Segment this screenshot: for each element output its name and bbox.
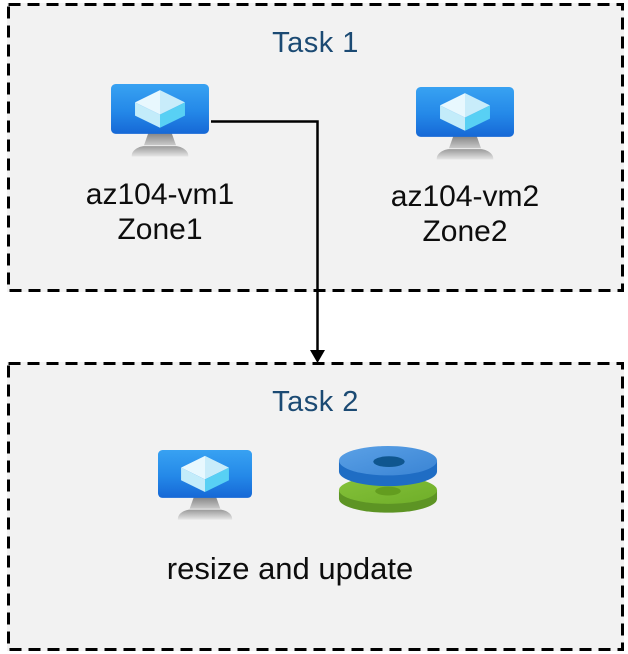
cube-icon [135,90,185,128]
cube-icon [440,93,490,131]
resize-update-label: resize and update [166,551,414,586]
vm1-zone-label: Zone1 [117,213,203,246]
vm2-label: az104-vm2 Zone2 [340,179,590,249]
virtual-machine-icon [158,450,252,520]
vm1-name-label: az104-vm1 [85,178,235,211]
cube-icon [181,455,229,493]
vm1-label: az104-vm1 Zone1 [35,177,285,247]
vm2-name-label: az104-vm2 [390,180,540,213]
virtual-machine-icon [111,84,209,157]
task2-title: Task 2 [272,386,359,418]
managed-disks-icon [337,444,439,517]
virtual-machine-icon [416,87,514,160]
task1-title: Task 1 [272,27,359,59]
vm2-zone-label: Zone2 [422,215,508,248]
